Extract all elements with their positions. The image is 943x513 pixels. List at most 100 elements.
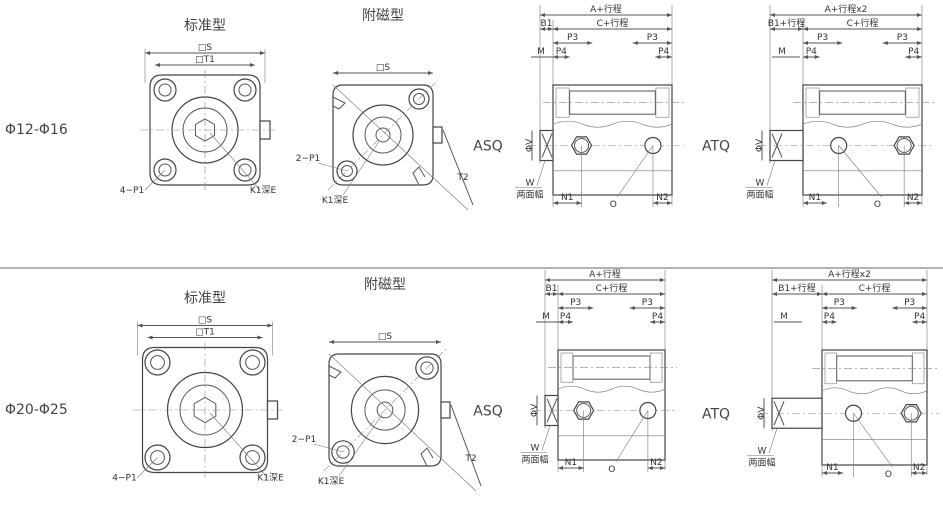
t2-ext <box>328 353 477 492</box>
magnetic-type-title: 附磁型 <box>364 277 406 293</box>
dim-p3-right-label: P3 <box>897 33 908 43</box>
o-label: O <box>874 200 881 210</box>
dim-n1-arrows <box>822 471 843 475</box>
dim-p4-left-label: P4 <box>560 312 571 322</box>
m-label: M <box>778 47 786 57</box>
atq-title: ATQ <box>702 139 730 155</box>
leader <box>541 425 551 451</box>
break-line <box>802 120 923 128</box>
dim-p4-right-arrows <box>912 320 927 324</box>
dim-n2-arrows <box>904 201 922 205</box>
mounting-hole <box>336 445 350 459</box>
p1-label: 4−P1 <box>112 474 136 484</box>
dim-p3-left-label: P3 <box>570 298 581 308</box>
port-fitting <box>440 401 451 419</box>
atq-title: ATQ <box>702 406 730 422</box>
leader <box>766 160 776 186</box>
dim-p3-left-label: P3 <box>834 298 845 308</box>
mounting-hole <box>150 355 165 370</box>
mounting-hole <box>238 163 252 177</box>
leader <box>338 414 383 477</box>
dim-n1-label: N1 <box>826 463 838 473</box>
rod-end <box>376 401 394 419</box>
magnet-slot <box>420 447 434 467</box>
dim-p3-left-label: P3 <box>817 33 828 43</box>
dim-p4-right-label: P4 <box>652 312 663 322</box>
mounting-hole <box>238 83 252 97</box>
dim-n1-arrows <box>803 201 827 205</box>
leader <box>317 162 348 172</box>
leader <box>615 410 649 463</box>
mounting-boss <box>239 444 266 471</box>
mounting-hole <box>420 361 434 375</box>
break-line <box>821 387 928 395</box>
leader <box>617 145 654 198</box>
mounting-hole <box>245 450 260 465</box>
diagonal-center-line <box>323 348 447 472</box>
dim-p4-left-label: P4 <box>824 312 835 322</box>
leader <box>768 428 778 454</box>
t2-dim-line <box>442 129 474 206</box>
dim-b1-label: B1+行程 <box>768 17 805 29</box>
dim-p4-left-label: P4 <box>556 47 567 57</box>
dim-t1-label: □T1 <box>195 55 215 65</box>
dim-c-label: C+行程 <box>847 17 879 29</box>
leader <box>838 145 882 198</box>
w-label: W <box>531 444 540 454</box>
mounting-hole <box>245 355 260 370</box>
rod-end <box>375 127 391 143</box>
dim-n1-label: N1 <box>561 193 573 203</box>
width-across-flats-label: 两面幅 <box>516 189 543 201</box>
dim-p3-right-label: P3 <box>904 298 915 308</box>
dim-p3-right-label: P3 <box>647 33 658 43</box>
k1-depth-e-label: K1深E <box>250 185 277 196</box>
standard-type-title: 标准型 <box>184 291 226 307</box>
dim-p4-right-arrows <box>655 55 672 59</box>
leader <box>144 169 166 191</box>
dim-p4-right-label: P4 <box>908 47 919 57</box>
w-label: W <box>756 179 765 189</box>
leader <box>313 443 344 453</box>
dim-n2-label: N2 <box>913 463 925 473</box>
mounting-boss <box>233 158 257 182</box>
v-label: ΦV <box>530 403 540 417</box>
dim-n2-arrows <box>911 471 927 475</box>
dim-n2-label: N2 <box>907 193 919 203</box>
standard-type-title: 标准型 <box>184 18 226 34</box>
dim-p4-right-arrows <box>650 320 665 324</box>
dim-c-label: C+行程 <box>597 17 629 29</box>
leader <box>209 412 268 478</box>
m-label: M <box>780 312 788 322</box>
dim-n2-label: N2 <box>656 193 668 203</box>
bore-size-label: Φ12-Φ16 <box>5 122 68 138</box>
dim-p4-right-label: P4 <box>658 47 669 57</box>
dim-n2-arrows <box>652 201 672 205</box>
dim-n2-arrows <box>647 466 665 470</box>
break-line <box>552 120 673 128</box>
dim-p4-right-label: P4 <box>914 312 925 322</box>
leader <box>137 457 158 478</box>
dim-p3-right-label: P3 <box>642 298 653 308</box>
asq-title: ASQ <box>473 139 502 155</box>
dim-t1-label: □T1 <box>195 328 215 338</box>
k1-depth-e-label: K1深E <box>318 476 345 487</box>
width-across-flats-label: 两面幅 <box>521 454 548 466</box>
bore-size-label: Φ20-Φ25 <box>5 402 68 418</box>
dim-a-label: A+行程x2 <box>828 268 871 280</box>
dim-p4-left-arrows <box>558 320 573 324</box>
v-label: ΦV <box>757 406 767 420</box>
t2-dim-line <box>450 404 482 487</box>
port-fitting <box>432 126 443 144</box>
dim-b1-label: B1 <box>546 284 558 294</box>
leader <box>853 413 893 468</box>
p1-label: 2−P1 <box>292 435 316 445</box>
